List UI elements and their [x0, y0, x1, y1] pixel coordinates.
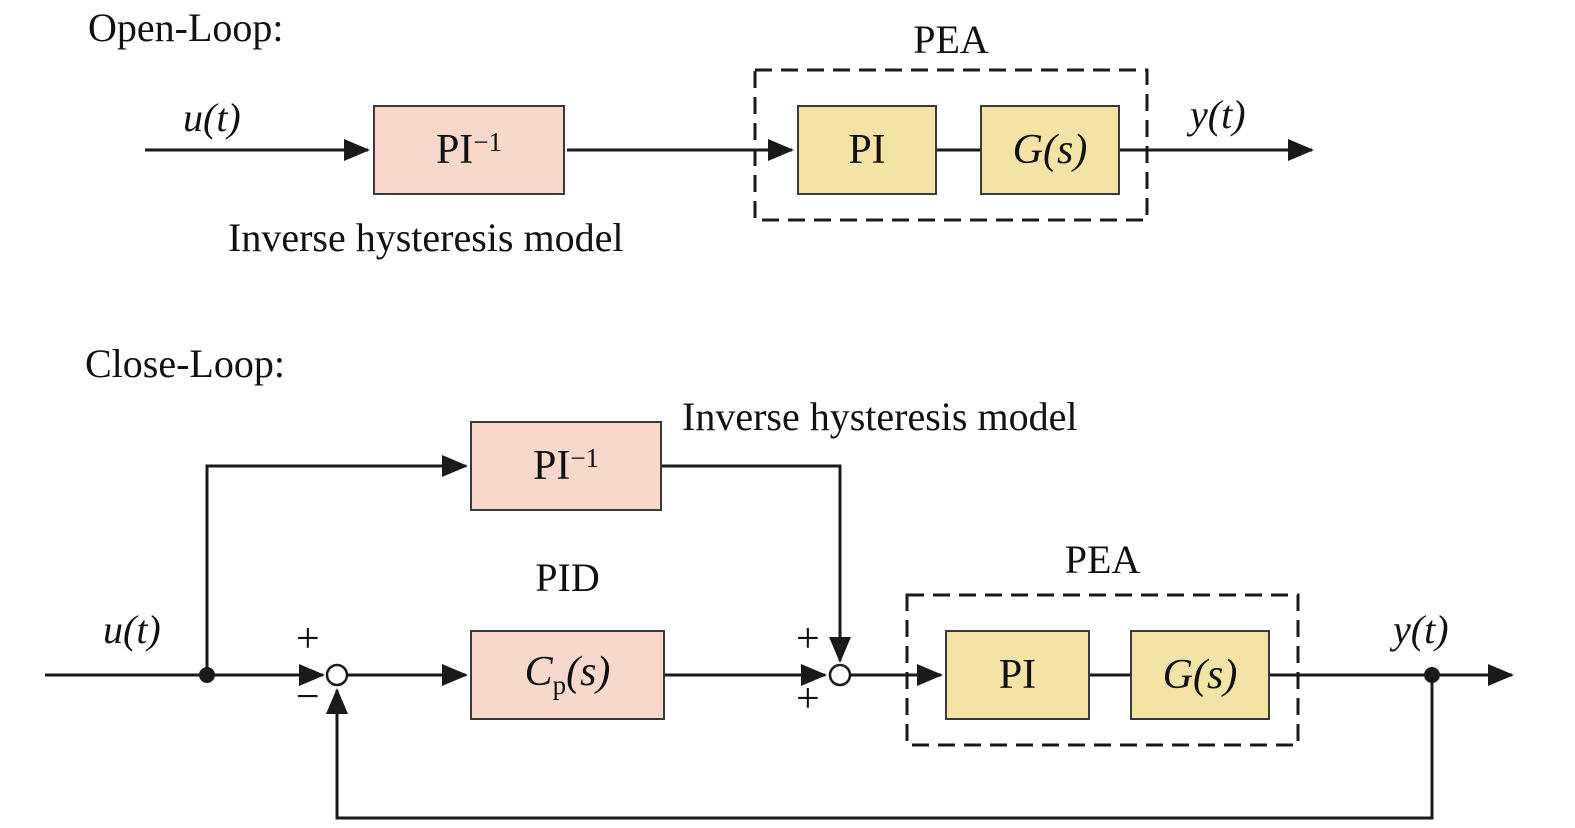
close-controller-arg: (s): [566, 649, 611, 695]
close-sum1-plus-sign: +: [296, 616, 320, 662]
close-pi-label: PI: [998, 652, 1037, 698]
close-pi-block: PI: [945, 630, 1090, 720]
open-inverse-sup: −1: [473, 127, 503, 157]
open-loop-title: Open-Loop:: [88, 5, 284, 50]
open-output-label: y(t): [1190, 92, 1246, 137]
close-sum2-plus-bottom-sign: +: [796, 676, 820, 722]
close-feedback-wire: [326, 675, 1434, 820]
open-inverse-base: PI: [435, 127, 474, 173]
close-branch-dot: [199, 667, 215, 683]
open-plant-block: G(s): [980, 105, 1120, 195]
open-inverse-label: PI−1: [435, 127, 503, 173]
close-inverse-base: PI: [532, 443, 571, 489]
close-pea-dashed-box: [905, 593, 1300, 747]
close-sum2-plus-top-sign: +: [796, 616, 820, 662]
close-inverse-label: PI−1: [532, 443, 600, 489]
open-inverse-hysteresis-block: PI−1: [373, 105, 565, 195]
close-controller-sub: p: [552, 670, 567, 700]
close-loop-title: Close-Loop:: [85, 341, 285, 386]
close-output-dot: [1424, 667, 1440, 683]
open-pea-label: PEA: [913, 17, 989, 62]
close-plant-block: G(s): [1130, 630, 1270, 720]
close-output-label: y(t): [1393, 607, 1449, 652]
open-plant-label: G(s): [1012, 127, 1088, 173]
open-pi-block: PI: [797, 105, 937, 195]
open-pi-label: PI: [848, 127, 886, 173]
close-inverse-caption: Inverse hysteresis model: [682, 394, 1078, 439]
close-controller-block: Cp(s): [470, 630, 665, 720]
close-input-label: u(t): [103, 607, 161, 652]
close-sum1-minus-sign: −: [296, 674, 320, 720]
close-controller-label: Cp(s): [525, 651, 611, 699]
close-pea-label: PEA: [1064, 537, 1141, 582]
close-branch-to-inverse-wire: [205, 455, 468, 675]
close-inverse-to-sum2-wire: [662, 464, 851, 663]
close-sum2-junction: [828, 663, 852, 687]
open-input-label: u(t): [183, 95, 241, 140]
close-inverse-hysteresis-block: PI−1: [470, 421, 662, 511]
open-inverse-caption: Inverse hysteresis model: [228, 215, 624, 260]
close-inverse-sup: −1: [570, 443, 600, 473]
open-pea-dashed-box: [753, 68, 1149, 222]
close-controller-base: C: [524, 649, 553, 695]
close-sum1-junction: [325, 663, 349, 687]
close-pid-caption: PID: [535, 555, 600, 600]
close-plant-label: G(s): [1162, 652, 1238, 698]
